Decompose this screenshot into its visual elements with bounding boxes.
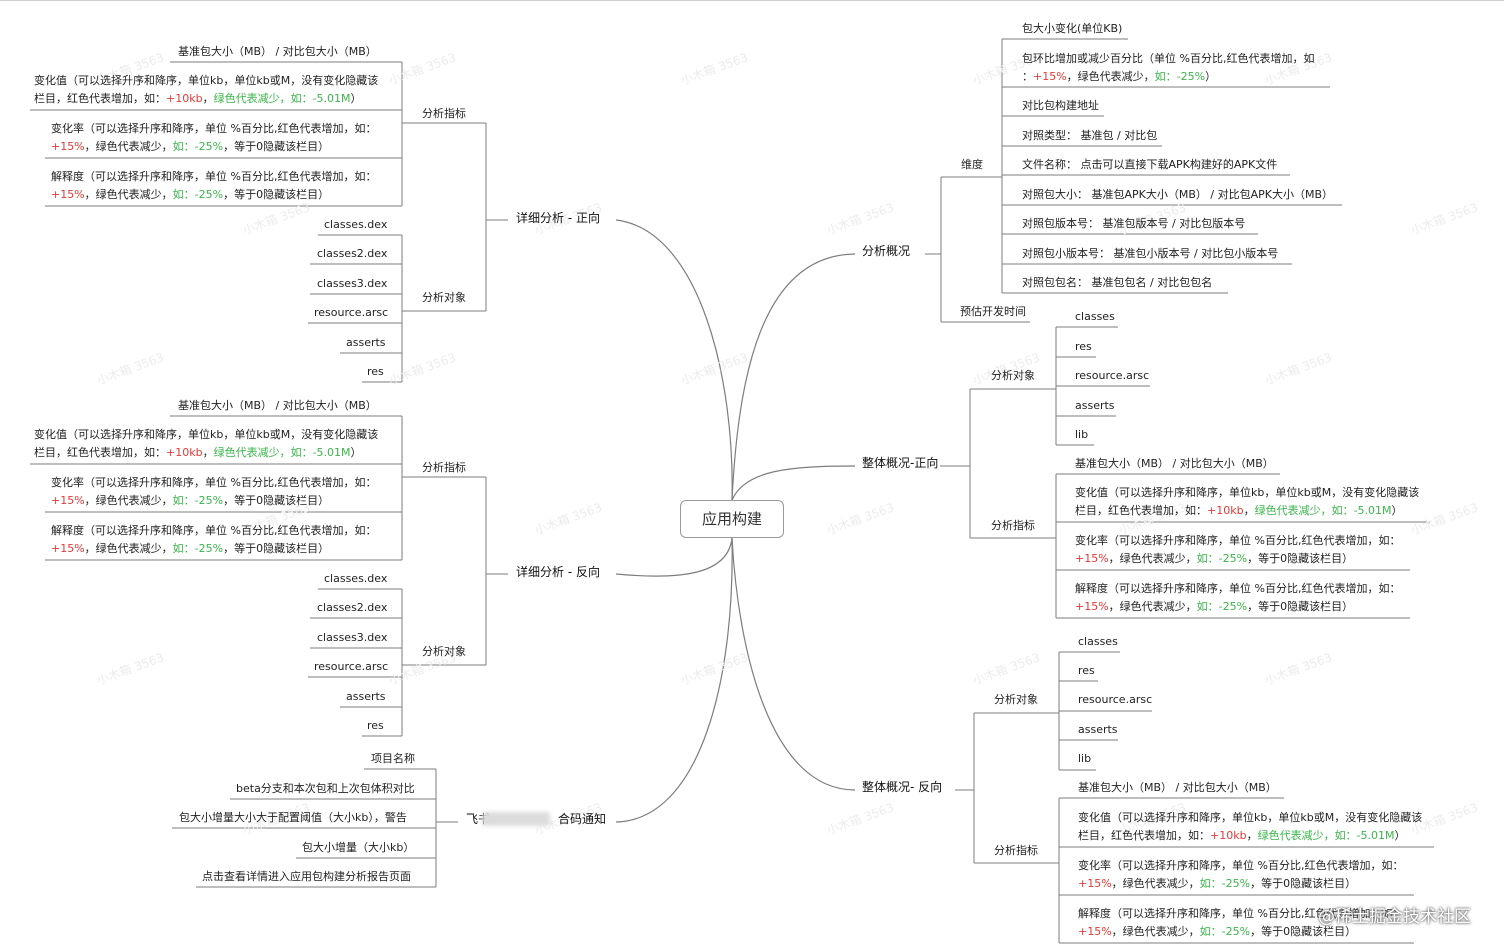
connector-line <box>731 253 856 501</box>
detail-pos-metrics-category[interactable]: 分析指标 <box>422 107 466 120</box>
notify-view-details[interactable]: 点击查看详情进入应用包构建分析报告页面 <box>202 870 411 883</box>
detail-pos-obj-classes2-dex[interactable]: classes2.dex <box>317 247 388 260</box>
whole-neg-change-rate[interactable]: 变化率（可以选择升序和降序，单位 %百分比,红色代表增加，如： +15%，绿色代… <box>1078 859 1404 890</box>
notify-size-compare[interactable]: beta分支和本次包和上次包体积对比 <box>236 782 415 795</box>
root-node[interactable]: 应用构建 <box>680 500 784 538</box>
whole-neg-obj-asserts[interactable]: asserts <box>1078 723 1118 736</box>
detail-pos-objects-category[interactable]: 分析对象 <box>422 291 466 304</box>
detail-pos-obj-classes3-dex[interactable]: classes3.dex <box>317 277 388 290</box>
whole-pos-obj-asserts[interactable]: asserts <box>1075 399 1115 412</box>
connector-line <box>731 537 856 791</box>
dim-version[interactable]: 对照包版本号： 基准包版本号 / 对比包版本号 <box>1022 217 1246 230</box>
whole-pos-change-rate[interactable]: 变化率（可以选择升序和降序，单位 %百分比,红色代表增加，如： +15%，绿色代… <box>1075 534 1401 565</box>
dim-file-name[interactable]: 文件名称： 点击可以直接下载APK构建好的APK文件 <box>1022 158 1278 171</box>
dim-minor-version[interactable]: 对照包小版本号： 基准包小版本号 / 对比包小版本号 <box>1022 247 1279 260</box>
detail-pos-obj-classes-dex[interactable]: classes.dex <box>324 218 388 231</box>
whole-neg-change-value[interactable]: 变化值（可以选择升序和降序，单位kb，单位kb或M，没有变化隐藏该 栏目，红色代… <box>1078 811 1423 842</box>
whole-pos-objects-category[interactable]: 分析对象 <box>991 369 1035 382</box>
branch-detail-positive[interactable]: 详细分析 - 正向 <box>516 211 600 225</box>
notify-suffix: 合码通知 <box>558 812 607 826</box>
detail-pos-base-size[interactable]: 基准包大小（MB） / 对比包大小（MB） <box>178 45 377 58</box>
connector-line <box>615 537 733 577</box>
notify-project-name[interactable]: 项目名称 <box>371 752 415 765</box>
dim-package-name[interactable]: 对照包包名： 基准包包名 / 对比包包名 <box>1022 276 1213 289</box>
whole-neg-objects-category[interactable]: 分析对象 <box>994 693 1038 706</box>
whole-pos-obj-resource-arsc[interactable]: resource.arsc <box>1075 369 1150 382</box>
detail-neg-change-value[interactable]: 变化值（可以选择升序和降序，单位kb，单位kb或M，没有变化隐藏该 栏目，红色代… <box>34 428 379 459</box>
whole-pos-obj-classes[interactable]: classes <box>1075 310 1115 323</box>
detail-neg-objects-category[interactable]: 分析对象 <box>422 645 466 658</box>
whole-pos-base-size[interactable]: 基准包大小（MB） / 对比包大小（MB） <box>1075 457 1274 470</box>
detail-neg-obj-classes2-dex[interactable]: classes2.dex <box>317 601 388 614</box>
branch-whole-negative[interactable]: 整体概况- 反向 <box>862 780 943 794</box>
dim-build-address[interactable]: 对比包构建地址 <box>1022 99 1099 112</box>
notify-size-increase[interactable]: 包大小增量（大小kb） <box>302 841 415 854</box>
detail-neg-metrics-category[interactable]: 分析指标 <box>422 461 466 474</box>
detail-neg-base-size[interactable]: 基准包大小（MB） / 对比包大小（MB） <box>178 399 377 412</box>
dim-compare-type[interactable]: 对照类型： 基准包 / 对比包 <box>1022 129 1158 142</box>
overview-est-time[interactable]: 预估开发时间 <box>960 305 1026 318</box>
branch-detail-negative[interactable]: 详细分析 - 反向 <box>516 565 600 579</box>
notify-threshold-warning[interactable]: 包大小增量大小大于配置阈值（大小kb），警告 <box>179 811 407 824</box>
dim-package-size[interactable]: 对照包大小： 基准包APK大小（MB） / 对比包APK大小（MB） <box>1022 188 1334 201</box>
detail-pos-obj-resource-arsc[interactable]: resource.arsc <box>314 306 389 319</box>
overview-dimension-category[interactable]: 维度 <box>961 158 983 171</box>
whole-neg-obj-res[interactable]: res <box>1078 664 1095 677</box>
detail-neg-change-rate[interactable]: 变化率（可以选择升序和降序，单位 %百分比,红色代表增加，如： +15%，绿色代… <box>51 476 377 507</box>
detail-neg-obj-asserts[interactable]: asserts <box>346 690 386 703</box>
detail-pos-explain[interactable]: 解释度（可以选择升序和降序，单位 %百分比,红色代表增加，如： +15%，绿色代… <box>51 170 377 201</box>
dim-percent-change[interactable]: 包环比增加或减少百分比（单位 %百分比,红色代表增加，如 ：+15%，绿色代表减… <box>1022 52 1315 83</box>
detail-neg-obj-resource-arsc[interactable]: resource.arsc <box>314 660 389 673</box>
whole-pos-obj-lib[interactable]: lib <box>1075 428 1089 441</box>
detail-pos-change-value[interactable]: 变化值（可以选择升序和降序，单位kb，单位kb或M，没有变化隐藏该 栏目，红色代… <box>34 74 379 105</box>
brand-watermark: @稀土掘金技术社区 <box>1318 907 1471 927</box>
whole-neg-obj-lib[interactable]: lib <box>1078 752 1092 765</box>
whole-pos-change-value[interactable]: 变化值（可以选择升序和降序，单位kb，单位kb或M，没有变化隐藏该 栏目，红色代… <box>1075 486 1420 517</box>
detail-pos-obj-res[interactable]: res <box>367 365 384 378</box>
whole-neg-obj-classes[interactable]: classes <box>1078 635 1118 648</box>
connector-line <box>731 465 856 501</box>
whole-neg-metrics-category[interactable]: 分析指标 <box>994 844 1038 857</box>
detail-pos-change-rate[interactable]: 变化率（可以选择升序和降序，单位 %百分比,红色代表增加，如： +15%，绿色代… <box>51 122 377 153</box>
detail-pos-obj-asserts[interactable]: asserts <box>346 336 386 349</box>
branch-overview[interactable]: 分析概况 <box>862 244 911 258</box>
detail-neg-obj-classes3-dex[interactable]: classes3.dex <box>317 631 388 644</box>
top-border <box>0 0 1504 1</box>
whole-pos-metrics-category[interactable]: 分析指标 <box>991 519 1035 532</box>
whole-pos-obj-res[interactable]: res <box>1075 340 1092 353</box>
connector-line <box>615 219 733 501</box>
branch-whole-positive[interactable]: 整体概况-正向 <box>862 456 939 470</box>
whole-neg-obj-resource-arsc[interactable]: resource.arsc <box>1078 693 1153 706</box>
whole-pos-explain[interactable]: 解释度（可以选择升序和降序，单位 %百分比,红色代表增加，如： +15%，绿色代… <box>1075 582 1401 613</box>
dim-size-kb[interactable]: 包大小变化(单位KB) <box>1022 22 1123 35</box>
detail-neg-explain[interactable]: 解释度（可以选择升序和降序，单位 %百分比,红色代表增加，如： +15%，绿色代… <box>51 524 377 555</box>
whole-neg-explain[interactable]: 解释度（可以选择升序和降序，单位 %百分比,红色代表增加，如： +15%，绿色代… <box>1078 907 1404 938</box>
detail-neg-obj-res[interactable]: res <box>367 719 384 732</box>
redacted-text <box>482 812 550 826</box>
detail-neg-obj-classes-dex[interactable]: classes.dex <box>324 572 388 585</box>
connector-line <box>615 537 733 823</box>
whole-neg-base-size[interactable]: 基准包大小（MB） / 对比包大小（MB） <box>1078 781 1277 794</box>
